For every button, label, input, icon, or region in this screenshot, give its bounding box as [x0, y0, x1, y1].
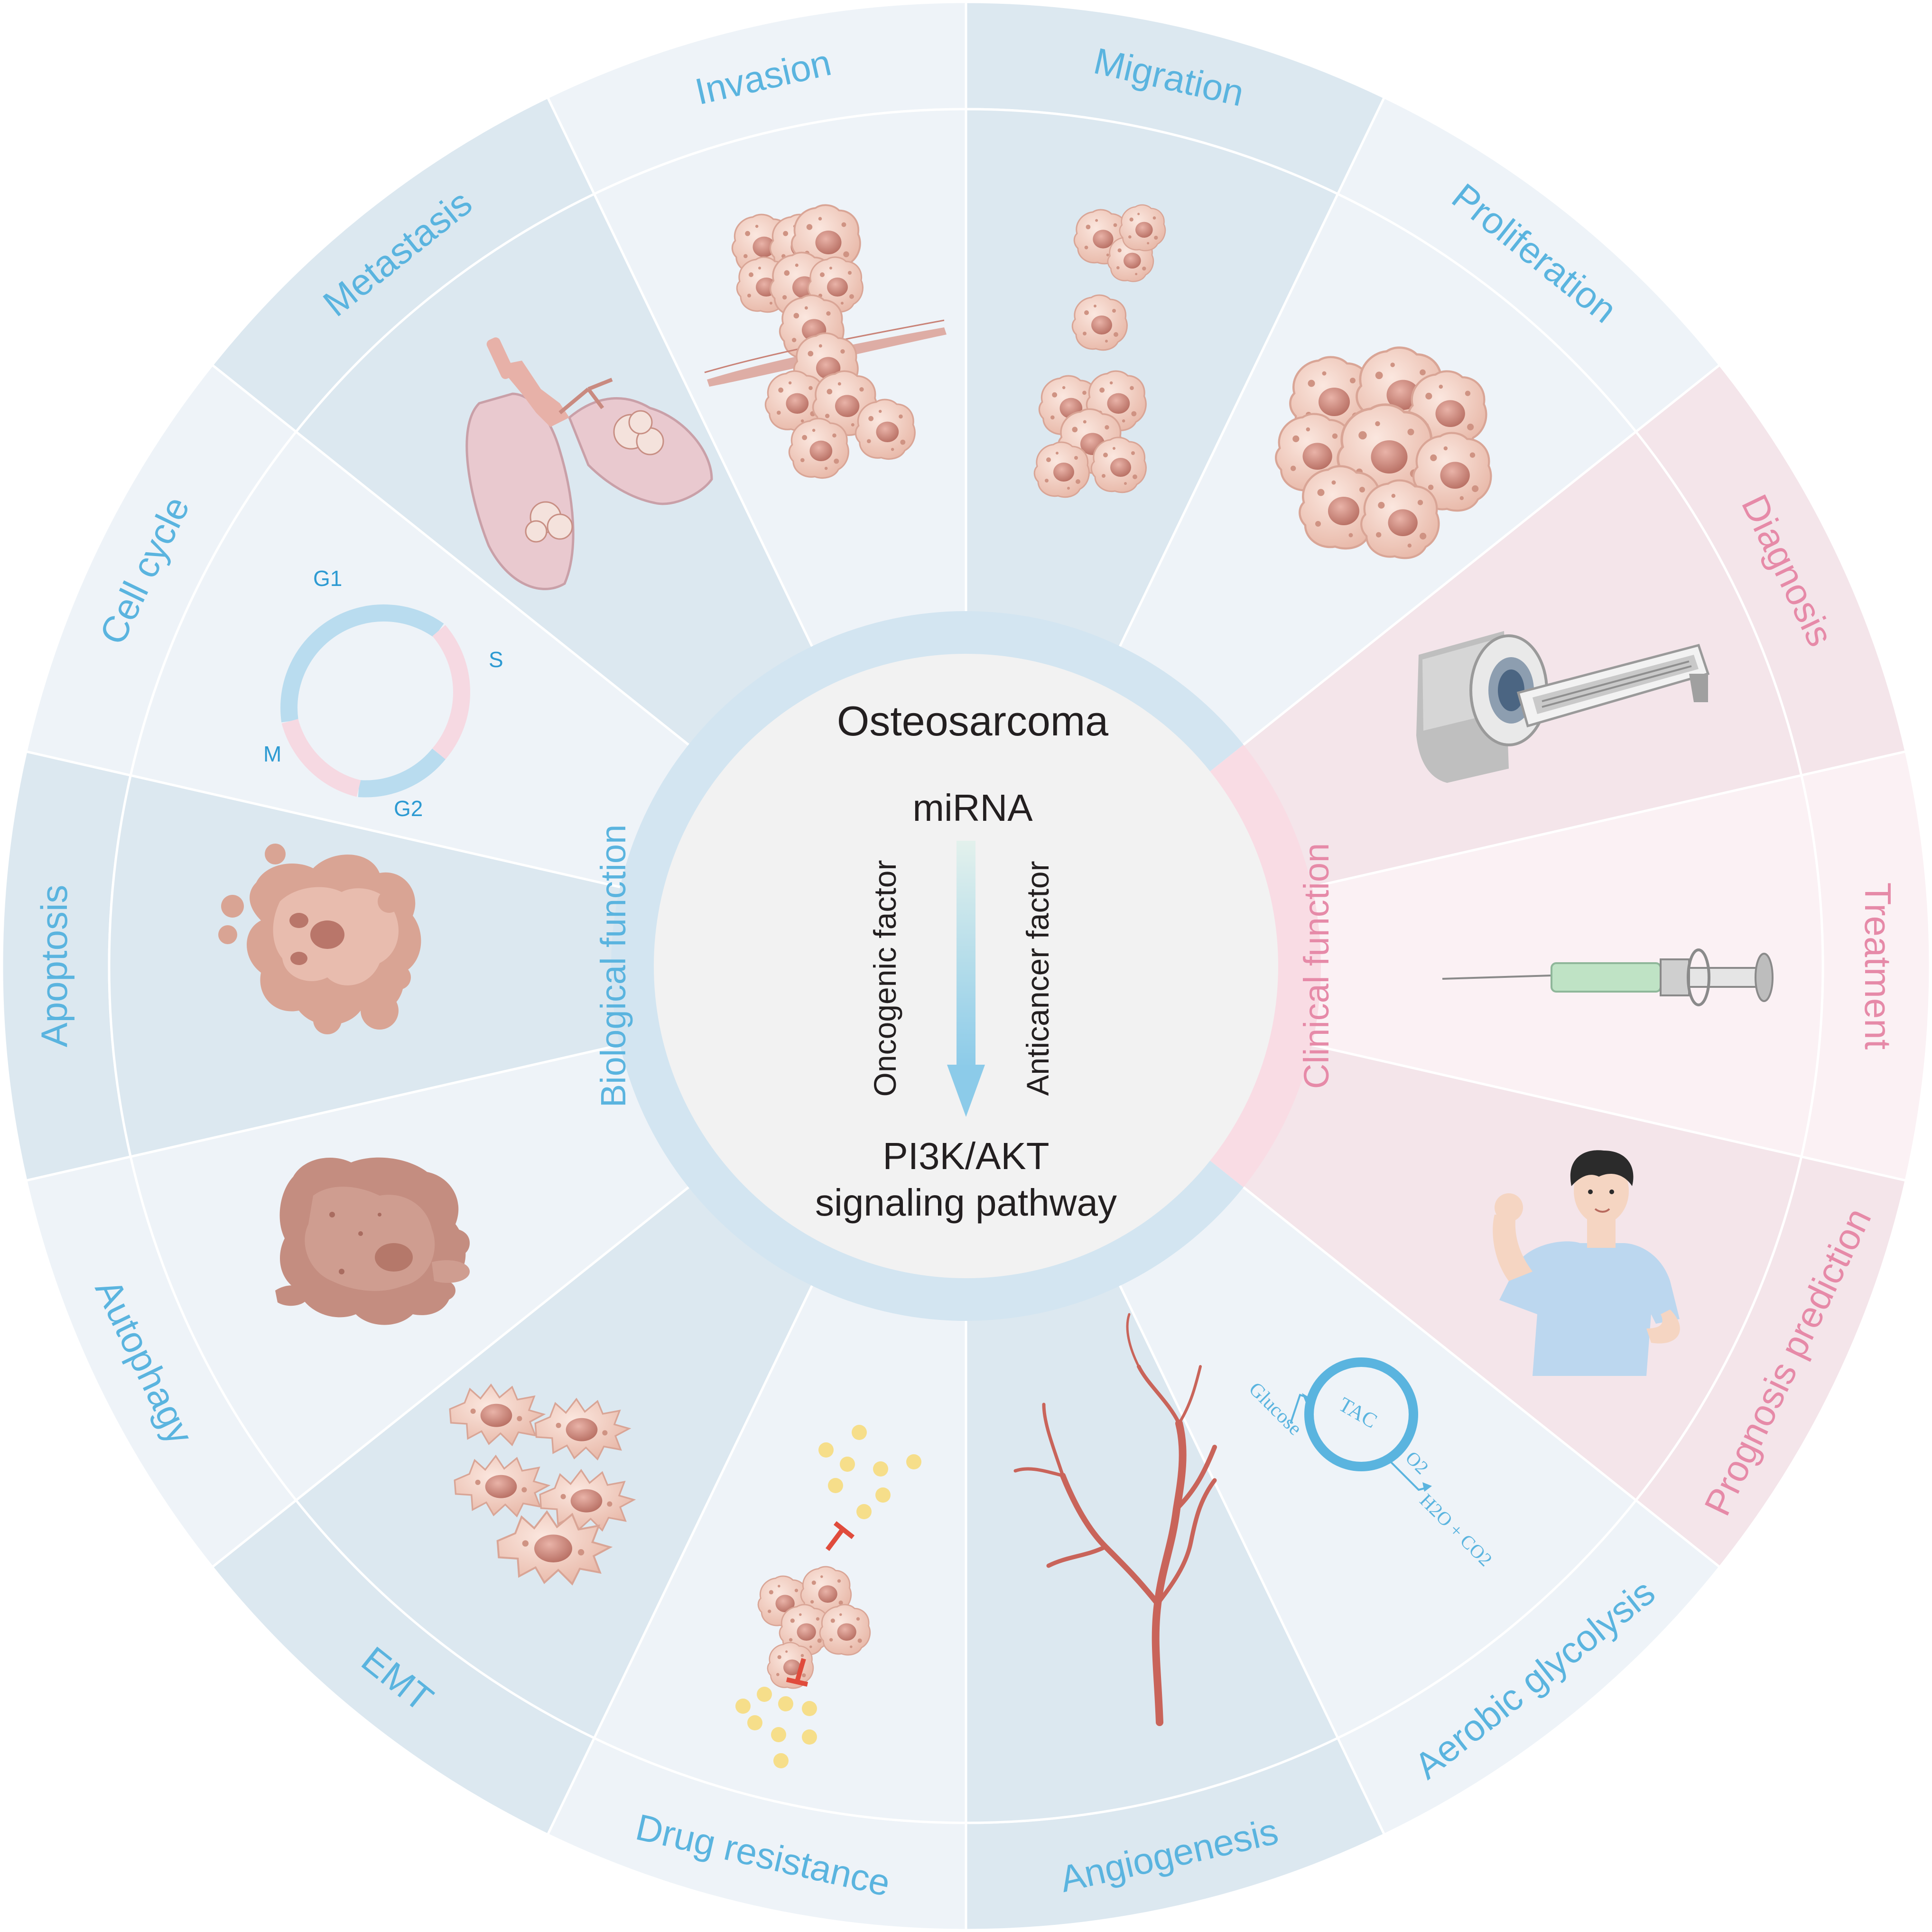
segment-angiogenesis: Angiogenesis [965, 1246, 1386, 1932]
regulation-arrow-shaft [957, 841, 975, 1068]
center-circle: Osteosarcoma miRNA Oncogenic factor Anti… [654, 654, 1278, 1278]
segment-emt: EMT [210, 1159, 832, 1837]
healthy-person-illustration [1493, 1150, 1680, 1376]
center-target-line1: PI3K/AKT [882, 1135, 1049, 1177]
cell-cycle-s-arc [432, 625, 470, 760]
mri-scanner-illustration [1416, 631, 1710, 783]
center-title: Osteosarcoma [837, 697, 1108, 744]
g2-label: G2 [394, 796, 423, 821]
autophagy-cell-illustration [275, 1157, 470, 1325]
segment-cell-cycle: Cell cycle [24, 363, 723, 898]
segment-migration: Migration [965, 0, 1386, 686]
apoptotic-cell-illustration [218, 844, 421, 1034]
biological-function-label: Biological function [594, 825, 633, 1107]
cell-cycle-illustration: G1 S G2 M [263, 566, 503, 821]
clinical-function-label: Clinical function [1297, 843, 1336, 1089]
center-target-line2: signaling pathway [815, 1181, 1117, 1224]
segment-drug-resistance: Drug resistance [546, 1246, 967, 1932]
oncogenic-factor-label: Oncogenic factor [867, 860, 902, 1097]
blood-vessel-illustration [1013, 1313, 1217, 1726]
segment-treatment: Treatment [1270, 750, 1932, 1182]
anticancer-factor-label: Anticancer factor [1020, 861, 1055, 1096]
segment-label-apoptosis: Apoptosis [33, 885, 75, 1048]
syringe-illustration [1442, 948, 1774, 1006]
drug-blocked-cells-illustration [735, 1425, 921, 1768]
clinical-function-ring [1209, 744, 1321, 1188]
m-label: M [263, 742, 281, 766]
center-source-label: miRNA [912, 787, 1033, 829]
g1-label: G1 [313, 566, 342, 591]
function-ring: Biological function Clinical function [594, 611, 1336, 1321]
invading-cells-illustration [704, 204, 947, 479]
cell-cycle-m-arc [281, 719, 361, 797]
segment-label-treatment: Treatment [1857, 882, 1899, 1050]
regulation-arrow-head [947, 1065, 985, 1117]
s-label: S [489, 647, 503, 672]
block-symbol-bottom [786, 1658, 808, 1687]
cell-cycle-g1-arc [280, 604, 444, 723]
block-symbol-top [826, 1521, 855, 1551]
cell-cycle-g2-arc [358, 748, 446, 798]
tac-cycle-ring [1304, 1357, 1418, 1471]
lungs-illustration [465, 337, 713, 590]
